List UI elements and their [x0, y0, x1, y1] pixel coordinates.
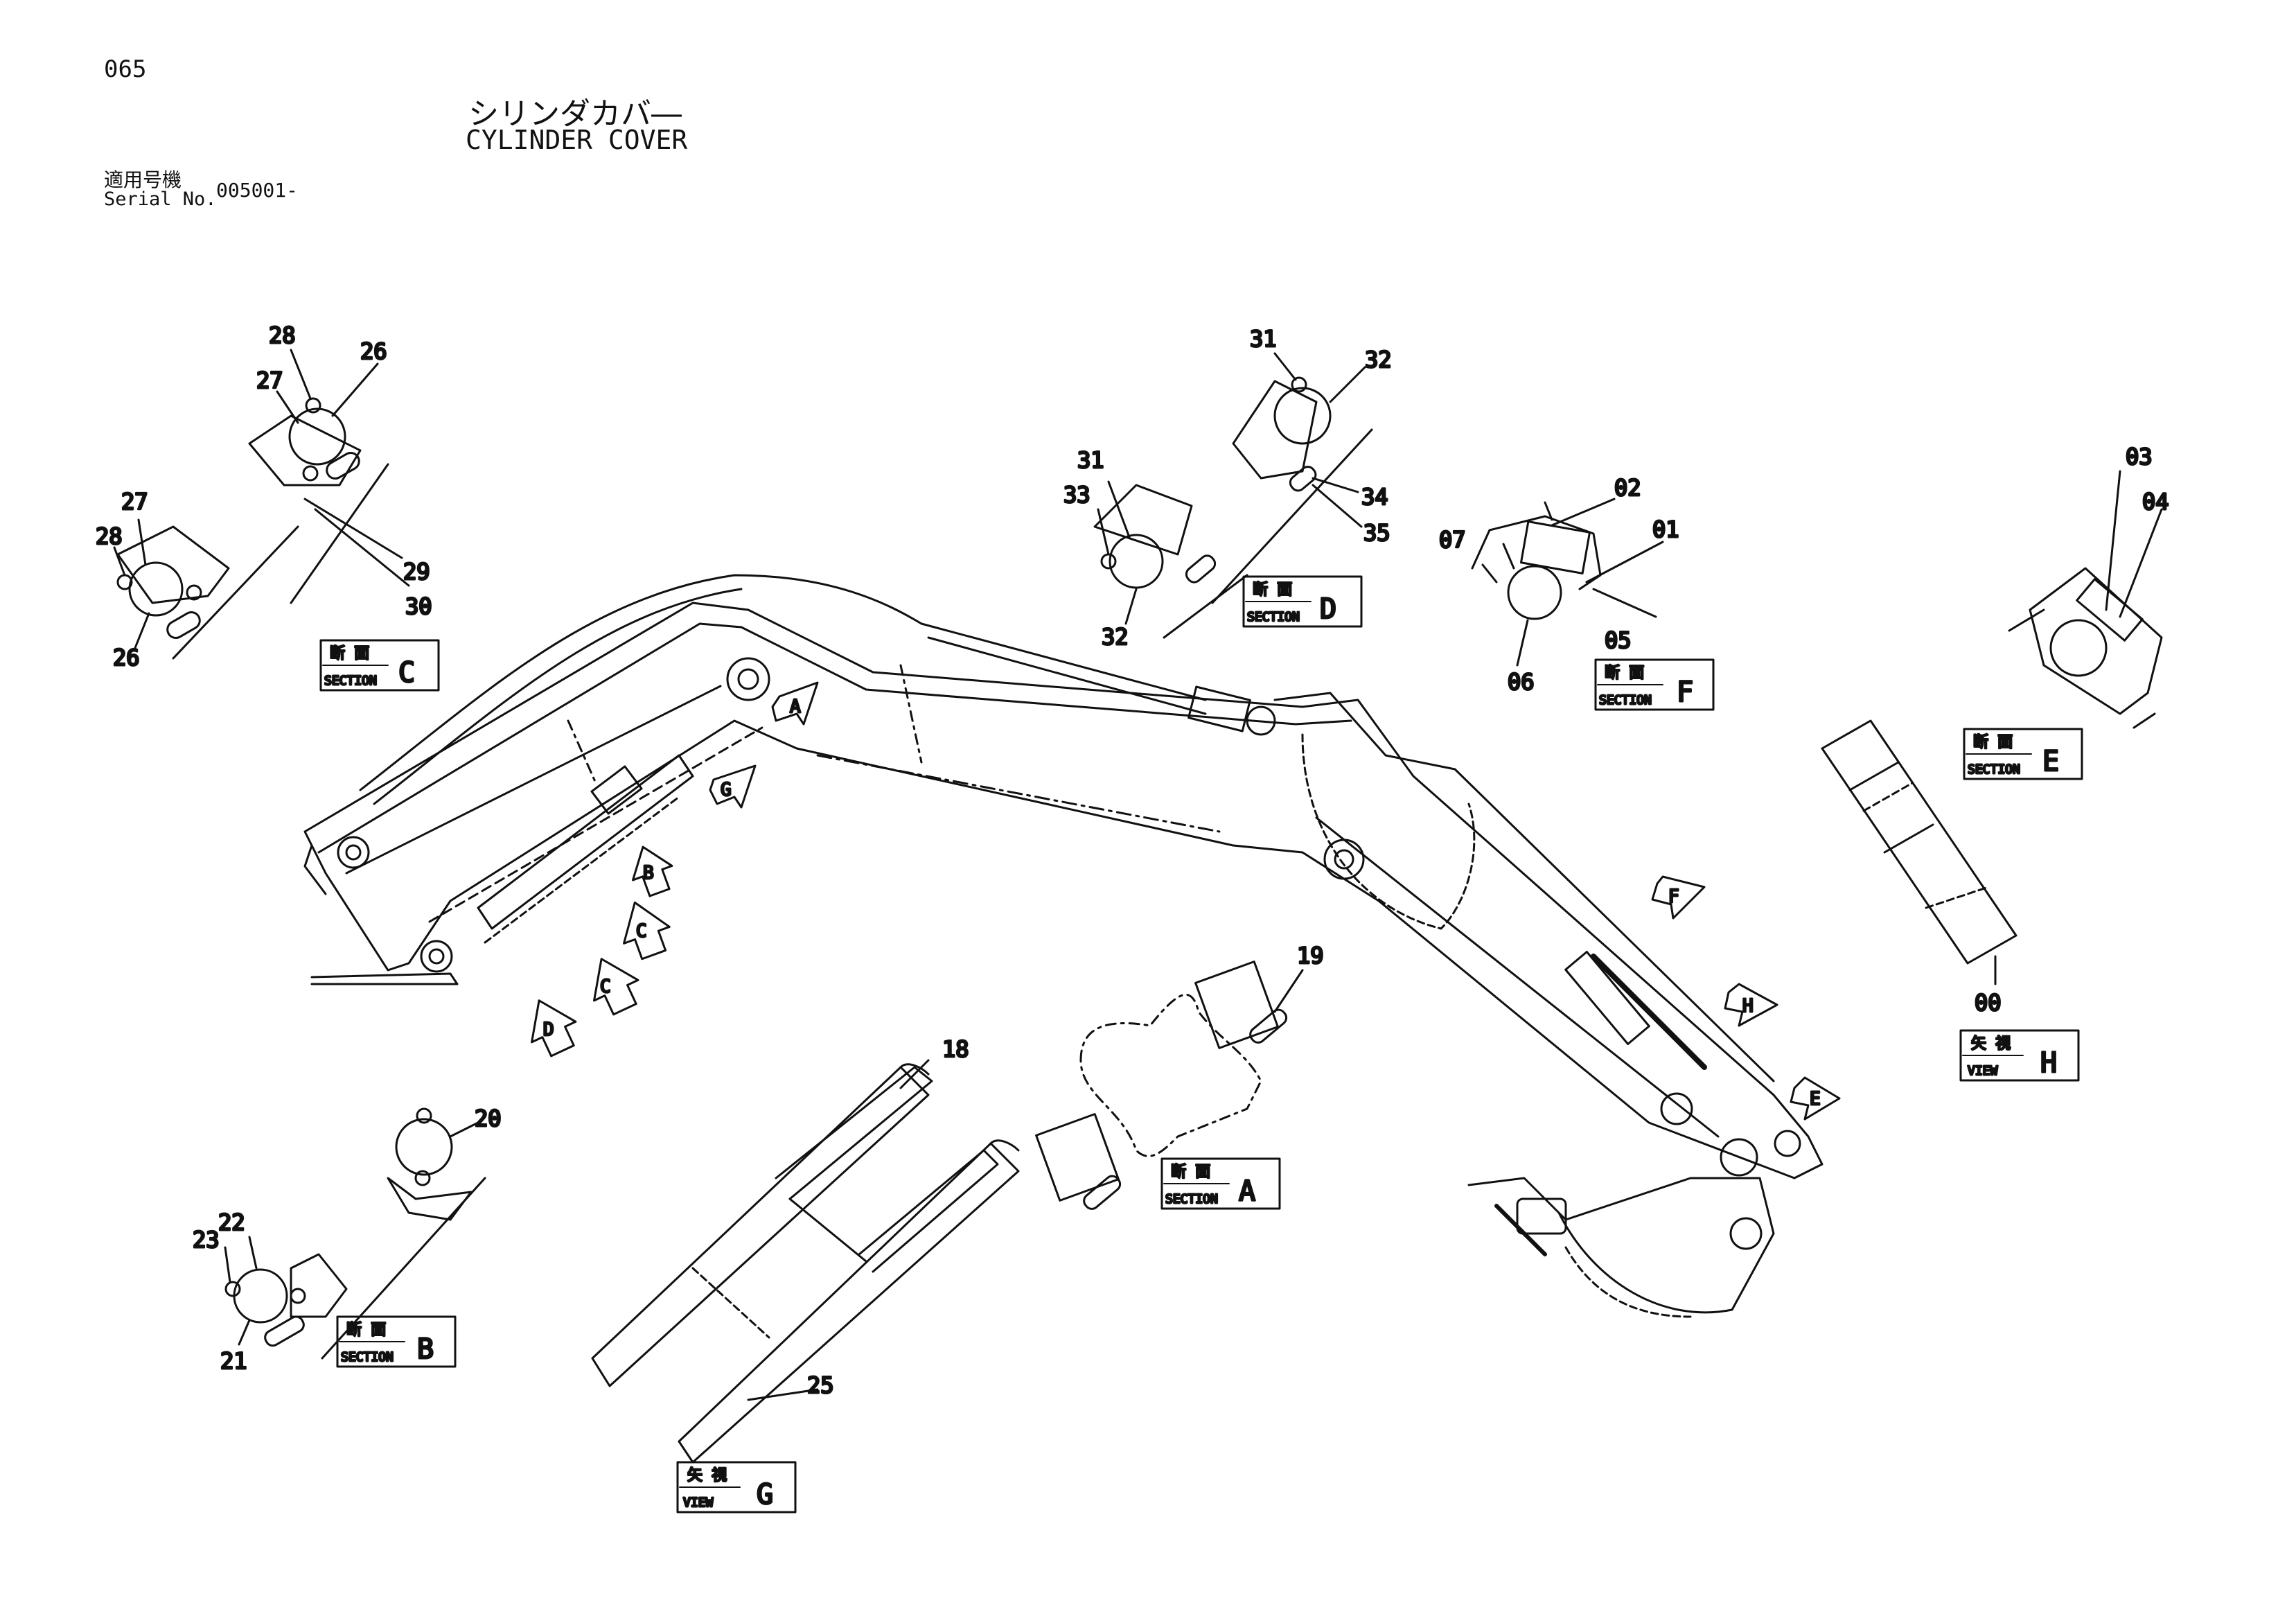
section-c-detail — [113, 349, 410, 660]
svg-text:SECTION: SECTION — [1165, 1192, 1218, 1207]
svg-text:F: F — [1677, 676, 1693, 708]
part-20: 20 — [475, 1105, 502, 1132]
svg-text:SECTION: SECTION — [1599, 693, 1652, 708]
part-00: 00 — [1975, 990, 2002, 1016]
view-arrow-labels: A G B C C D F H E — [542, 696, 1822, 1111]
part-25: 25 — [807, 1372, 834, 1398]
svg-text:VIEW: VIEW — [1968, 1064, 1998, 1078]
section-a-box: 断 面 SECTION A — [1160, 1157, 1281, 1210]
view-g-labels: 18 25 — [806, 1035, 971, 1400]
page-number: 065 — [104, 55, 147, 83]
section-e-labels: 03 04 — [2125, 443, 2171, 516]
part-18: 18 — [942, 1036, 969, 1062]
svg-text:矢 視: 矢 視 — [687, 1467, 727, 1484]
part-03: 03 — [2126, 444, 2153, 470]
part-28: 28 — [269, 322, 296, 349]
svg-text:断 面: 断 面 — [330, 645, 369, 663]
svg-text:SECTION: SECTION — [1968, 762, 2020, 777]
arrow-label-e: E — [1810, 1089, 1821, 1109]
svg-text:断 面: 断 面 — [1973, 734, 2013, 751]
view-g-box: 矢 視 VIEW G — [676, 1461, 797, 1514]
svg-text:断 面: 断 面 — [1171, 1164, 1210, 1181]
arrow-label-b: B — [643, 863, 654, 884]
serial-label-english: Serial No. — [104, 188, 217, 210]
view-h-box: 矢 視 VIEW H — [1959, 1029, 2080, 1082]
title-english: CYLINDER COVER — [466, 125, 688, 155]
svg-text:D: D — [1320, 593, 1336, 625]
arrow-label-g: G — [721, 780, 732, 800]
svg-text:断 面: 断 面 — [1253, 581, 1292, 599]
part-05: 05 — [1605, 627, 1632, 653]
part-32: 32 — [1102, 624, 1129, 650]
arrow-label-c2: C — [600, 976, 611, 997]
view-h-detail — [1821, 719, 2017, 985]
svg-text:G: G — [757, 1479, 773, 1511]
serial-label-japanese: 適用号機 — [104, 168, 182, 191]
part-27: 27 — [256, 367, 283, 394]
section-d-labels: 31 32 34 35 31 33 32 — [1063, 325, 1393, 651]
section-c-box: 断 面 SECTION C — [319, 639, 440, 692]
arrow-label-d: D — [543, 1019, 554, 1040]
part-34: 34 — [1361, 484, 1388, 510]
part-35: 35 — [1363, 520, 1390, 546]
part-30: 30 — [405, 593, 432, 620]
section-f-detail — [1471, 498, 1664, 667]
svg-text:VIEW: VIEW — [683, 1495, 714, 1510]
part-22: 22 — [218, 1209, 245, 1236]
svg-text:断 面: 断 面 — [1605, 665, 1644, 682]
view-g-detail — [591, 1059, 1020, 1464]
section-e-detail — [2008, 470, 2163, 729]
svg-text:C: C — [398, 657, 415, 689]
part-31: 31 — [1077, 447, 1104, 473]
part-29: 29 — [403, 559, 430, 585]
section-f-box: 断 面 SECTION F — [1594, 658, 1715, 711]
view-h-labels: 00 — [1974, 989, 2003, 1017]
svg-text:SECTION: SECTION — [324, 674, 377, 688]
arrow-label-f: F — [1668, 886, 1679, 907]
arrow-label-a: A — [790, 696, 801, 717]
svg-text:断 面: 断 面 — [346, 1322, 386, 1339]
svg-text:H: H — [2040, 1047, 2057, 1079]
serial-number-value: 005001- — [216, 179, 299, 202]
part-04: 04 — [2142, 489, 2169, 515]
part-01: 01 — [1652, 516, 1679, 543]
section-f-labels: 02 07 01 05 06 — [1438, 474, 1681, 696]
svg-text:A: A — [1239, 1175, 1255, 1207]
view-arrows — [531, 681, 1841, 1121]
arrow-label-c1: C — [636, 921, 647, 942]
svg-text:E: E — [2042, 746, 2059, 778]
part-02: 02 — [1614, 475, 1641, 501]
part-19: 19 — [1297, 942, 1324, 969]
part-06: 06 — [1508, 669, 1535, 695]
section-d-detail — [1093, 352, 1373, 639]
section-c-labels: 28 26 27 27 28 26 29 30 — [95, 322, 434, 672]
svg-text:SECTION: SECTION — [341, 1350, 394, 1365]
part-28: 28 — [96, 523, 123, 550]
section-b-detail — [224, 1107, 486, 1360]
svg-text:矢 視: 矢 視 — [1971, 1035, 2011, 1053]
part-07: 07 — [1439, 527, 1466, 553]
boom-arm-assembly — [303, 574, 1823, 1318]
part-21: 21 — [220, 1348, 247, 1374]
section-b-box: 断 面 SECTION B — [336, 1315, 457, 1368]
section-a-detail — [1035, 960, 1304, 1210]
svg-text:SECTION: SECTION — [1247, 610, 1300, 624]
part-26: 26 — [360, 338, 387, 365]
section-e-box: 断 面 SECTION E — [1963, 728, 2083, 780]
arrow-label-h: H — [1742, 996, 1754, 1017]
section-a-labels: 19 — [1296, 942, 1325, 970]
svg-text:B: B — [417, 1333, 434, 1365]
part-32: 32 — [1365, 346, 1392, 373]
part-23: 23 — [193, 1227, 220, 1253]
part-26: 26 — [113, 644, 140, 671]
part-27: 27 — [121, 489, 148, 515]
section-d-box: 断 面 SECTION D — [1242, 575, 1363, 628]
part-31: 31 — [1250, 326, 1277, 352]
section-b-labels: 20 22 23 21 — [192, 1105, 503, 1376]
part-33: 33 — [1063, 482, 1090, 508]
title-japanese: シリンダカバ― — [468, 96, 682, 132]
